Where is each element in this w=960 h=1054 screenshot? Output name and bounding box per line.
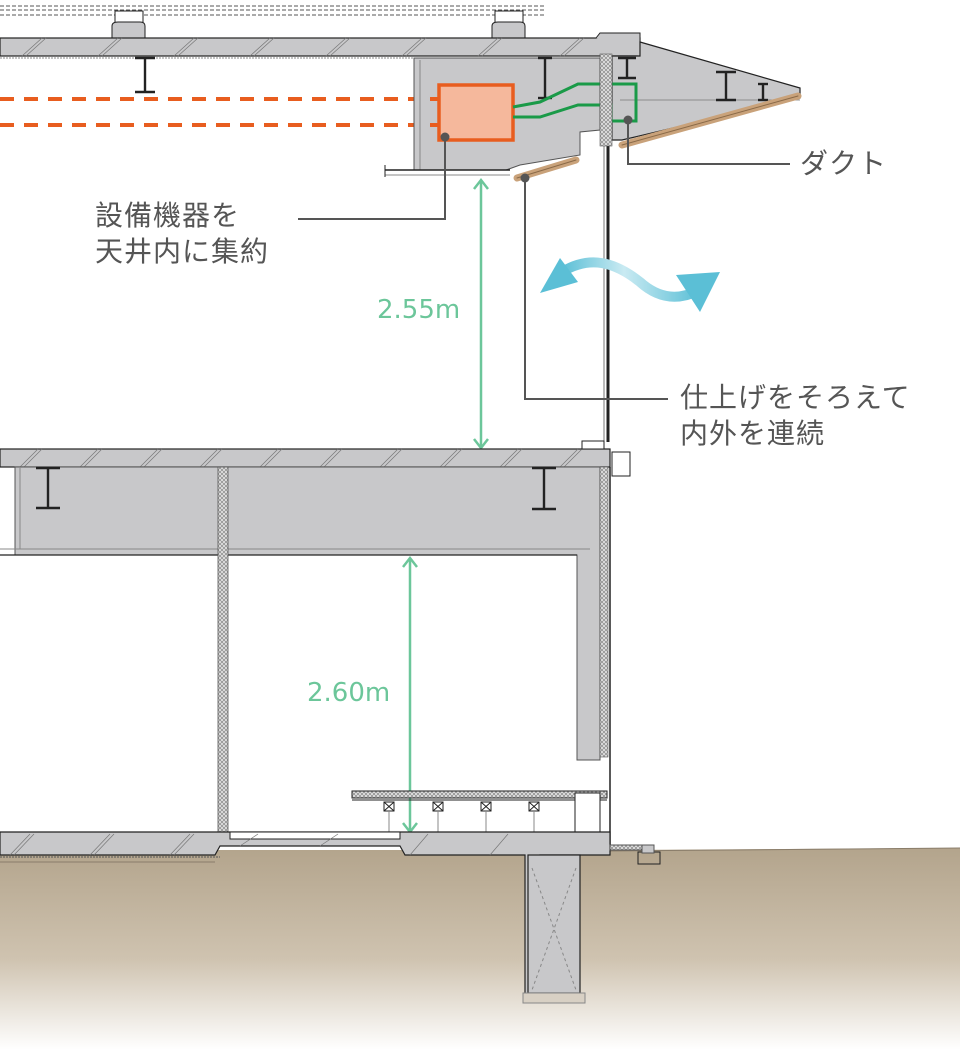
foundation-footing bbox=[522, 844, 661, 1004]
dimension-arrow-upper bbox=[473, 177, 489, 451]
equipment-unit bbox=[437, 83, 515, 142]
duct-annotation: ダクト bbox=[800, 147, 888, 180]
eave-overhang bbox=[611, 41, 801, 141]
steel-i-beam-icon bbox=[135, 56, 155, 94]
interior-column bbox=[217, 466, 229, 838]
finish-annotation: 仕上げをそろえて 内外を連続 bbox=[680, 380, 911, 452]
leader-dot-finish bbox=[520, 173, 530, 183]
finish-annotation-line1: 仕上げをそろえて bbox=[680, 381, 911, 414]
airflow-double-arrow-icon bbox=[540, 257, 720, 312]
equipment-annotation-line1: 設備機器を bbox=[95, 199, 241, 232]
ceiling-space-1f bbox=[14, 466, 601, 761]
leader-dot-duct bbox=[623, 115, 633, 125]
raised-deck bbox=[351, 790, 608, 834]
upper-ceiling-height-label: 2.55m bbox=[377, 295, 461, 325]
lower-ceiling-height-label: 2.60m bbox=[307, 678, 391, 708]
roof-slab bbox=[0, 32, 641, 59]
roof-railing bbox=[0, 5, 545, 16]
equipment-annotation: 設備機器を 天井内に集約 bbox=[95, 198, 269, 270]
leader-dot-equipment bbox=[440, 132, 450, 142]
finish-annotation-line2: 内外を連続 bbox=[680, 417, 826, 450]
ground-floor-slab bbox=[0, 831, 611, 1001]
equipment-annotation-line2: 天井内に集約 bbox=[95, 235, 270, 268]
equipment-pipe-dashed bbox=[0, 97, 435, 127]
duct-line bbox=[512, 82, 638, 123]
ground bbox=[0, 848, 960, 1050]
leader-lines bbox=[298, 120, 790, 400]
